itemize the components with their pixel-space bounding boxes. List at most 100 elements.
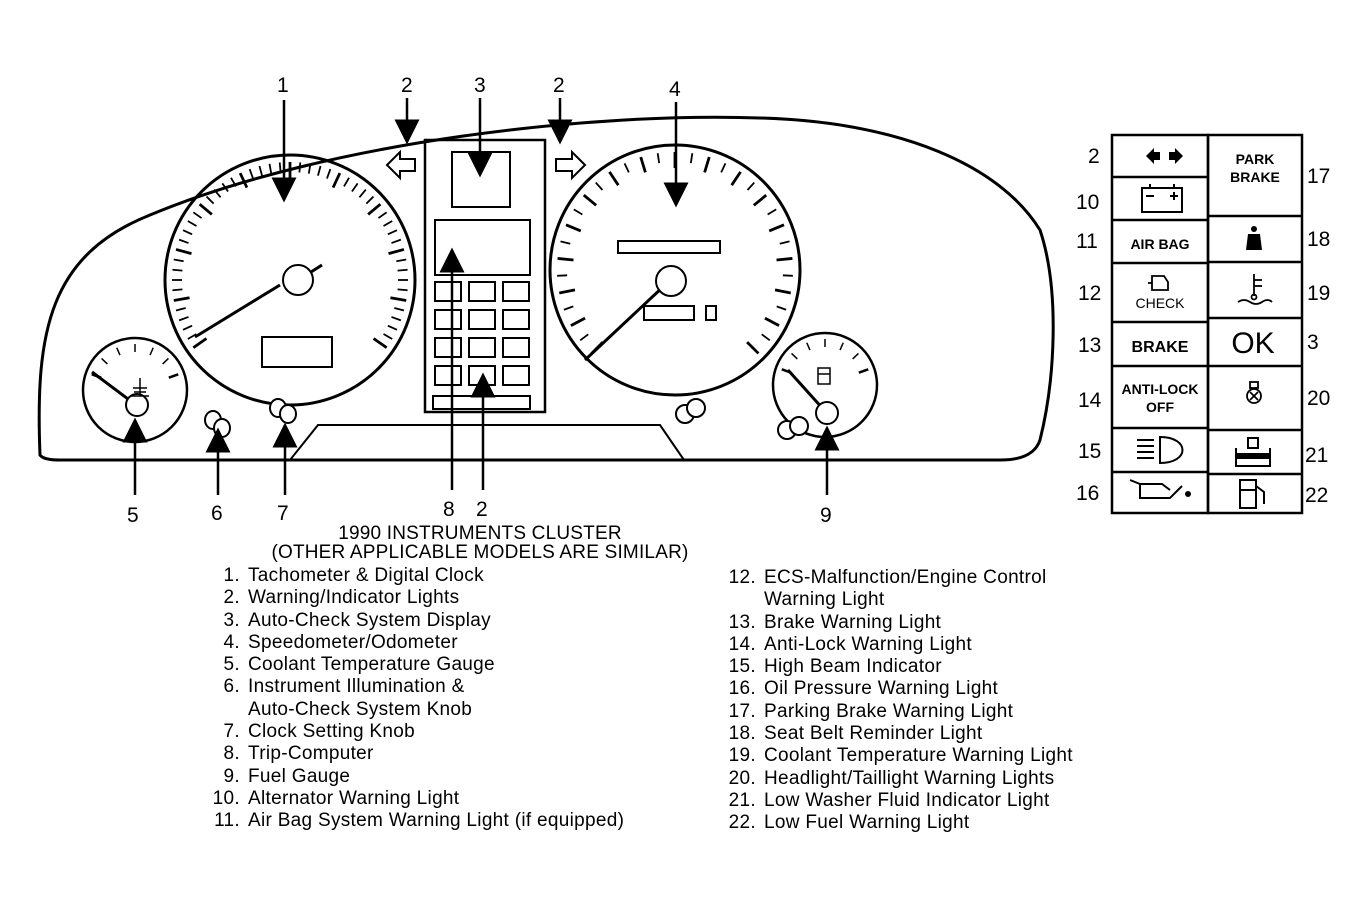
callout-8: 8 xyxy=(443,498,455,521)
legend-item-text: ECS-Malfunction/Engine Control xyxy=(764,567,1047,588)
park-brake-label-line1: PARK xyxy=(1236,151,1275,167)
gauge-tick xyxy=(390,296,407,302)
gauge-tick xyxy=(639,156,647,173)
trip-computer-key[interactable] xyxy=(502,281,530,302)
knob-speedometer-reset[interactable] xyxy=(675,398,706,424)
legend-item-number: 3. xyxy=(223,609,240,631)
panel-number-20: 20 xyxy=(1307,387,1330,410)
gauge-tick xyxy=(806,342,811,351)
gauge-tick xyxy=(730,171,742,186)
legend-item-number: 14. xyxy=(728,633,756,655)
gauge-tick xyxy=(268,163,273,174)
legend-item: 1.Tachometer & Digital Clock xyxy=(200,565,624,587)
coolant-temp-icon xyxy=(1237,274,1273,305)
battery-icon xyxy=(1141,184,1183,213)
panel-number-13: 13 xyxy=(1078,334,1101,357)
callout-7: 7 xyxy=(277,502,289,525)
gauge-tick xyxy=(173,296,190,302)
trip-computer-key[interactable] xyxy=(434,281,462,302)
legend-item-text: Low Washer Fluid Indicator Light xyxy=(764,789,1050,811)
legend-item-number: 7. xyxy=(223,721,240,743)
gauge-tick xyxy=(377,211,388,219)
gauge-tick xyxy=(101,357,108,365)
gauge-tick xyxy=(358,189,367,198)
callout-5: 5 xyxy=(127,504,139,527)
gauge-tick xyxy=(563,305,574,311)
gauge-tick xyxy=(839,342,844,351)
left-turn-arrow-icon xyxy=(385,149,416,181)
legend-item: 10.Alternator Warning Light xyxy=(200,788,624,810)
antilock-label-line1: ANTI-LOCK xyxy=(1122,381,1199,397)
gauge-tick xyxy=(172,288,183,292)
legend-item: 22. Low Fuel Warning Light xyxy=(720,812,1073,834)
gauge-tick xyxy=(331,172,342,189)
legend-item-text: Auto-Check System Display xyxy=(248,609,491,631)
gauge-tick xyxy=(776,257,793,262)
panel-number-22: 22 xyxy=(1305,484,1328,507)
panel-number-12: 12 xyxy=(1078,282,1101,305)
antilock-label-line2: OFF xyxy=(1146,399,1174,415)
brake-label: BRAKE xyxy=(1132,339,1189,356)
trip-computer-keys xyxy=(434,281,530,386)
legend-item-number: 22. xyxy=(728,812,756,834)
legend-item: 9.Fuel Gauge xyxy=(200,766,624,788)
legend-item: 5.Coolant Temperature Gauge xyxy=(200,654,624,676)
legend-item: 6.Instrument Illumination & xyxy=(200,676,624,698)
legend-item-number: 1. xyxy=(223,565,240,586)
panel-number-2: 2 xyxy=(1088,145,1100,168)
gauge-tick xyxy=(307,163,312,174)
legend-item-text: Low Fuel Warning Light xyxy=(764,812,970,834)
legend-item-text: Warning Light xyxy=(764,589,885,611)
legend-item: 16.Oil Pressure Warning Light xyxy=(720,678,1073,700)
trip-computer-key[interactable] xyxy=(468,309,496,330)
turn-signal-icon xyxy=(1146,148,1183,164)
gauge-tick xyxy=(387,324,398,331)
legend-item: Warning Light xyxy=(720,589,1073,611)
gauge-tick xyxy=(558,288,576,295)
gauge-tick xyxy=(623,162,630,173)
fuel-pump-icon xyxy=(1239,479,1265,509)
legend-item: 15.High Beam Indicator xyxy=(720,656,1073,678)
legend-item-text: Warning/Indicator Lights xyxy=(248,587,460,609)
legend-item-text: Air Bag System Warning Light (if equippe… xyxy=(248,810,625,832)
gauge-tick xyxy=(656,153,661,164)
gauge-tick xyxy=(343,177,350,187)
caption-line-2: (OTHER APPLICABLE MODELS ARE SIMILAR) xyxy=(271,542,689,563)
park-brake-label-line2: BRAKE xyxy=(1230,169,1280,185)
legend-item-number: 20. xyxy=(728,767,756,789)
gauge-tick xyxy=(387,229,398,236)
trip-computer-key[interactable] xyxy=(502,309,530,330)
gauge-tick xyxy=(582,194,598,207)
knob-fuel-side[interactable] xyxy=(777,416,809,440)
legend-item: 4.Speedometer/Odometer xyxy=(200,632,624,654)
gauge-tick xyxy=(351,182,359,193)
legend-item-text: Instrument Illumination & xyxy=(248,676,465,698)
trip-computer-key[interactable] xyxy=(468,281,496,302)
gauge-tick xyxy=(573,208,583,216)
washer-fluid-icon xyxy=(1235,437,1271,467)
gauge-tick xyxy=(752,194,768,207)
trip-computer-key[interactable] xyxy=(502,337,530,358)
gauge-tick xyxy=(172,268,183,272)
callout-1: 1 xyxy=(277,74,289,97)
caption-line-1: 1990 INSTRUMENTS CLUSTER xyxy=(338,523,622,544)
trip-computer-key[interactable] xyxy=(434,365,462,386)
legend-item-number: 18. xyxy=(728,723,756,745)
gauge-tick xyxy=(175,248,192,255)
callout-2-bottom: 2 xyxy=(476,498,488,521)
trip-computer-key[interactable] xyxy=(434,337,462,358)
trip-computer-key[interactable] xyxy=(468,337,496,358)
callout-9: 9 xyxy=(820,504,832,527)
legend-item-text: Oil Pressure Warning Light xyxy=(764,678,999,700)
gauge-tick xyxy=(746,341,760,355)
gauge-tick xyxy=(182,229,193,236)
trip-computer-key[interactable] xyxy=(434,309,462,330)
legend-item: 7.Clock Setting Knob xyxy=(200,721,624,743)
gauge-tick xyxy=(779,240,790,245)
speedometer-ticks xyxy=(557,152,793,355)
gauge-tick xyxy=(396,258,407,263)
trip-computer-key[interactable] xyxy=(502,365,530,386)
legend-item-number: 11. xyxy=(214,810,240,832)
knob-7[interactable] xyxy=(269,398,297,424)
